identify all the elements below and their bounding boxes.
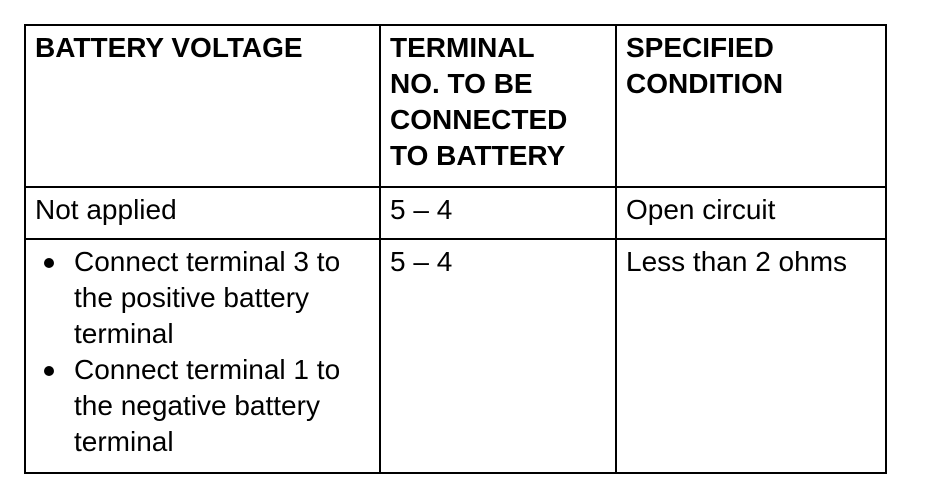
cell-terminal: 5 – 4: [379, 238, 617, 474]
table-row: Not applied 5 – 4 Open circuit: [24, 186, 887, 240]
list-item-text: Connect terminal 1 to the negative batte…: [74, 354, 341, 457]
cell-condition: Open circuit: [615, 186, 887, 240]
cell-condition: Less than 2 ohms: [615, 238, 887, 474]
header-line: TERMINAL: [390, 32, 535, 63]
cell-battery-voltage: Not applied: [24, 186, 381, 240]
cell-terminal: 5 – 4: [379, 186, 617, 240]
header-line: TO BATTERY: [390, 140, 566, 171]
header-line: SPECIFIED: [626, 32, 774, 63]
table-header-row: BATTERY VOLTAGE TERMINAL NO. TO BE CONNE…: [24, 24, 887, 188]
list-item: Connect terminal 1 to the negative batte…: [35, 352, 371, 460]
bullet-icon: [44, 366, 54, 376]
inspection-table: BATTERY VOLTAGE TERMINAL NO. TO BE CONNE…: [24, 24, 887, 474]
header-line: BATTERY VOLTAGE: [35, 32, 303, 63]
cell-battery-voltage: Connect terminal 3 to the positive batte…: [24, 238, 381, 474]
table-row: Connect terminal 3 to the positive batte…: [24, 238, 887, 474]
header-specified-condition: SPECIFIED CONDITION: [615, 24, 887, 188]
header-line: NO. TO BE: [390, 68, 533, 99]
header-terminal-no: TERMINAL NO. TO BE CONNECTED TO BATTERY: [379, 24, 617, 188]
list-item: Connect terminal 3 to the positive batte…: [35, 244, 371, 352]
list-item-text: Connect terminal 3 to the positive batte…: [74, 246, 341, 349]
header-line: CONDITION: [626, 68, 784, 99]
header-battery-voltage: BATTERY VOLTAGE: [24, 24, 381, 188]
header-line: CONNECTED: [390, 104, 568, 135]
connection-steps-list: Connect terminal 3 to the positive batte…: [35, 244, 371, 460]
bullet-icon: [44, 258, 54, 268]
